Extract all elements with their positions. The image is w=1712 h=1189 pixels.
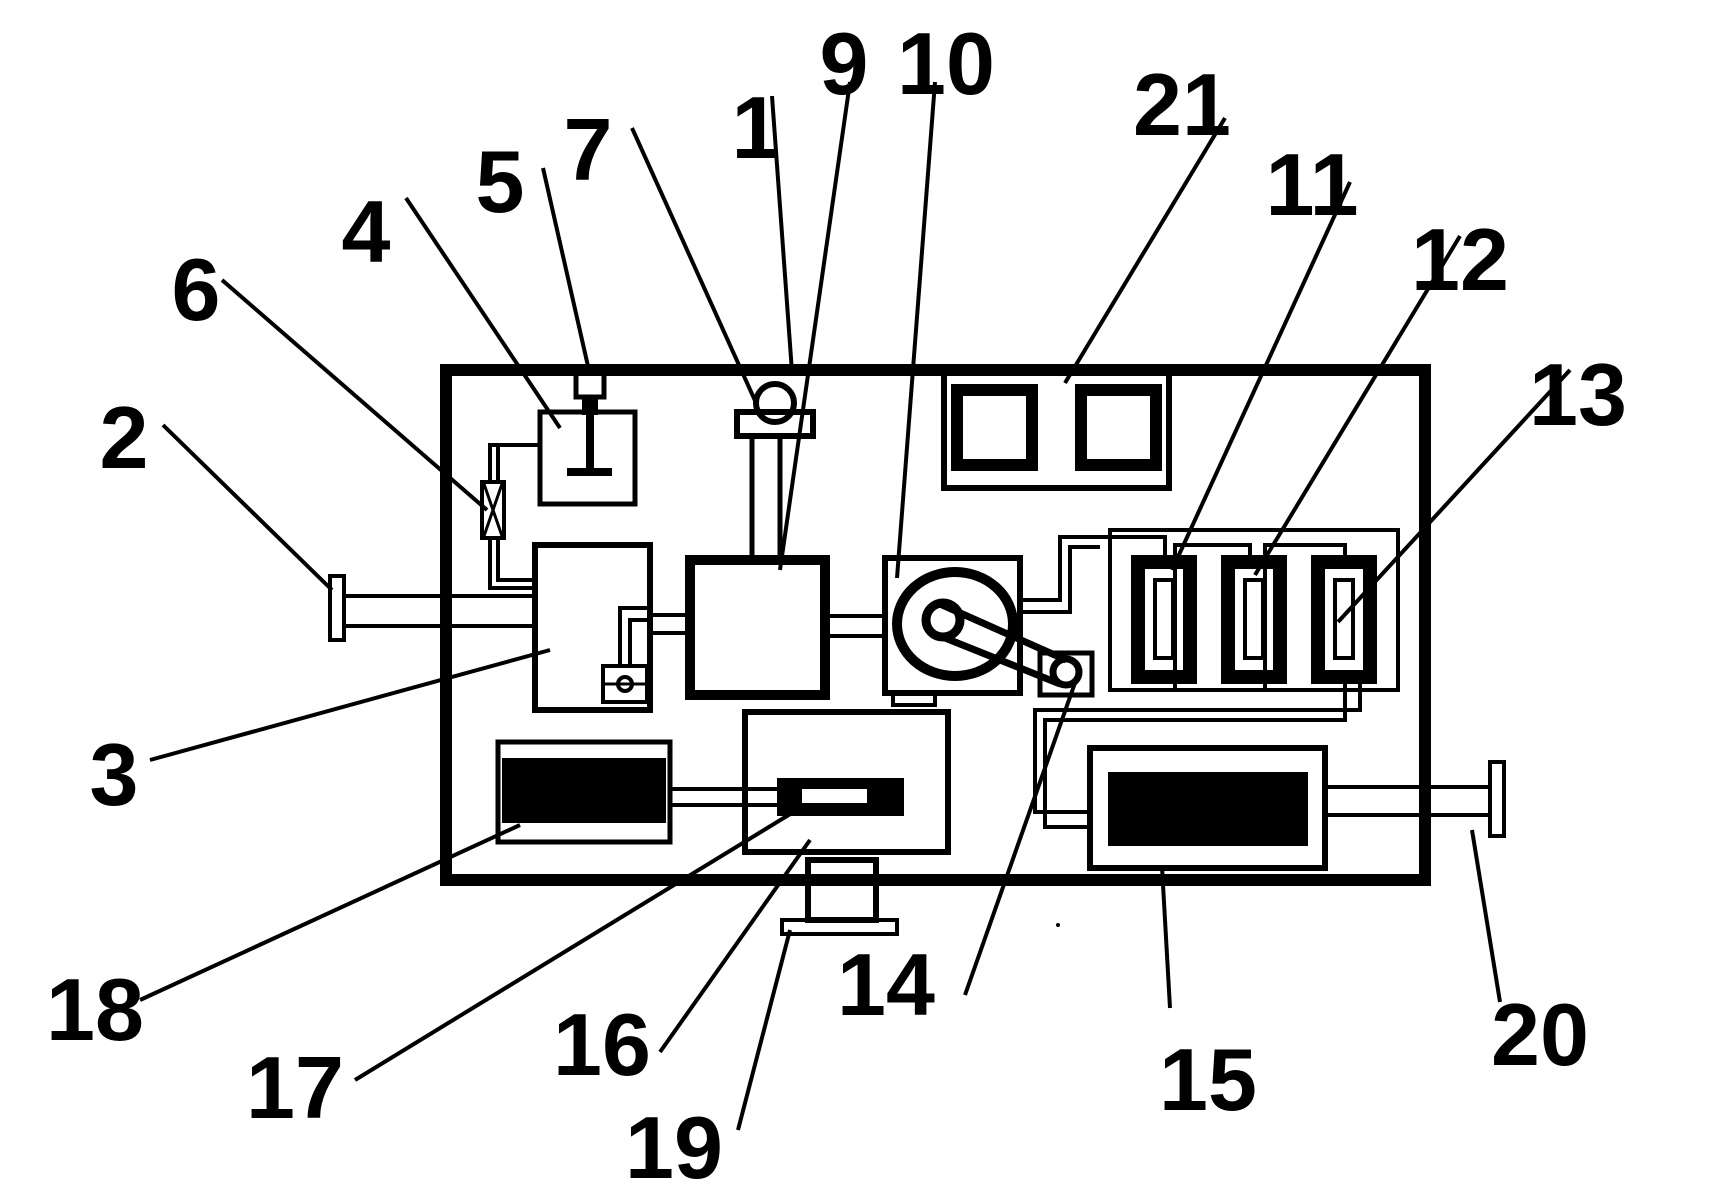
control-panel-21 <box>941 367 1172 491</box>
filter-pipe-a <box>1100 535 1167 562</box>
label-19: 19 <box>625 1098 723 1189</box>
label-7: 7 <box>564 100 613 199</box>
column-1 <box>749 436 783 560</box>
filter-11 <box>1131 555 1197 684</box>
filter-13 <box>1311 555 1377 684</box>
outlet-tank-15 <box>1087 745 1328 871</box>
unit-9 <box>685 555 830 700</box>
label-21: 21 <box>1133 55 1231 154</box>
label-14: 14 <box>837 935 935 1034</box>
label-5: 5 <box>476 132 525 231</box>
reference-numerals: 1 2 3 4 5 6 7 9 10 11 12 13 14 15 16 17 … <box>46 14 1627 1189</box>
label-15: 15 <box>1159 1030 1257 1129</box>
label-18: 18 <box>46 960 144 1059</box>
outlet-pipe-20 <box>1325 760 1506 838</box>
motor-18 <box>495 739 777 845</box>
inlet-pipe-2 <box>328 574 535 642</box>
bottom-outlet-19 <box>780 857 899 936</box>
lower-box-16 <box>742 709 951 855</box>
pipe-13-15b <box>1033 677 1362 814</box>
tank-4 <box>537 409 638 507</box>
label-1: 1 <box>732 78 781 177</box>
label-9: 9 <box>820 14 869 113</box>
pipe-10-11 <box>1020 535 1100 602</box>
label-16: 16 <box>553 995 651 1094</box>
belt-drive-14 <box>938 600 1095 698</box>
label-12: 12 <box>1411 210 1509 309</box>
label-6: 6 <box>172 240 221 339</box>
pipe-10-11b <box>1020 545 1100 614</box>
chamber-3 <box>532 542 653 713</box>
valve-5 <box>573 370 607 415</box>
label-4: 4 <box>342 182 391 281</box>
label-13: 13 <box>1529 345 1627 444</box>
label-2: 2 <box>100 388 149 487</box>
speck <box>1056 923 1060 927</box>
label-10: 10 <box>897 14 995 113</box>
filter-12 <box>1221 555 1287 684</box>
label-11: 11 <box>1265 135 1358 234</box>
valve-6 <box>480 443 540 590</box>
filter-frame <box>1108 528 1400 692</box>
label-20: 20 <box>1491 985 1589 1084</box>
pipe-13-15 <box>1043 677 1347 829</box>
leader-lines <box>139 81 1572 1131</box>
label-17: 17 <box>246 1038 344 1137</box>
label-3: 3 <box>90 725 139 824</box>
